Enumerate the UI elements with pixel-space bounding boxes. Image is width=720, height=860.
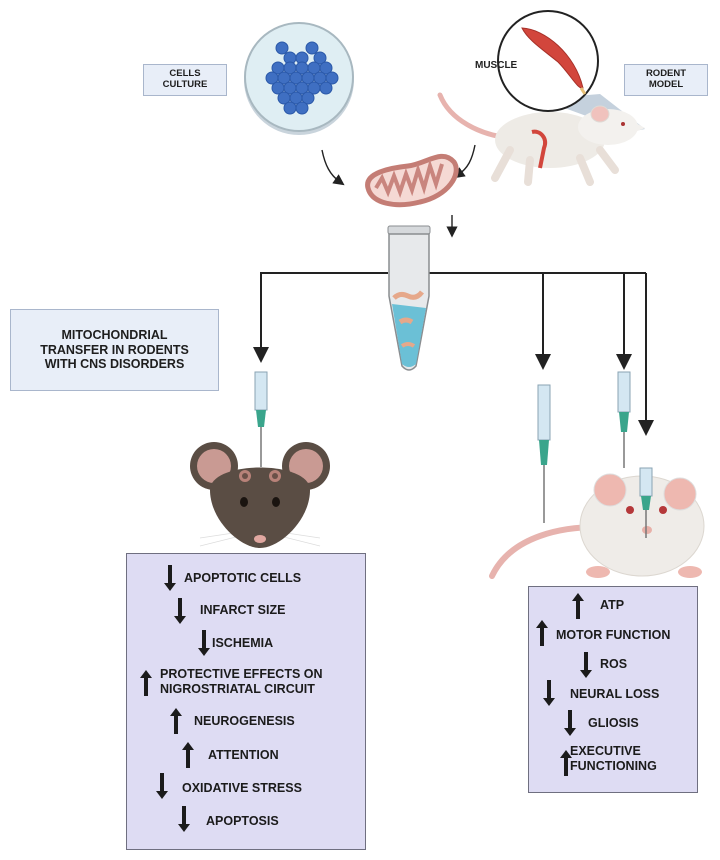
arrow-down-icon: [564, 710, 576, 741]
muscle-label: MUSCLE: [475, 60, 518, 71]
cell-dot: [283, 101, 297, 115]
arrow-up-icon: [170, 708, 182, 739]
cell-dot: [305, 41, 319, 55]
outcome-label: OXIDATIVE STRESS: [182, 781, 302, 795]
white-mouse-icon: [489, 467, 705, 579]
cell-dot: [295, 101, 309, 115]
cell-dot: [313, 51, 327, 65]
arrow-cells-to-mito: [321, 149, 345, 186]
rodent-model-label: RODENT MODEL: [624, 64, 708, 96]
outcome-label: NEURAL LOSS: [570, 687, 660, 701]
centrifuge-tube-icon: [387, 225, 431, 371]
arrow-down-icon: [198, 630, 210, 661]
syringe-icon: [254, 371, 268, 467]
arrow-up-icon: [560, 750, 572, 781]
diagram-title-box: MITOCHONDRIAL TRANSFER IN RODENTS WITH C…: [10, 309, 219, 391]
arrow-up-icon: [536, 620, 548, 651]
outcome-label: ATTENTION: [208, 748, 279, 762]
distribution-line: [260, 272, 388, 350]
arrow-down-icon: [164, 565, 176, 596]
right-outcomes-box: [528, 586, 698, 793]
left-outcomes-box: [126, 553, 366, 850]
outcome-label: ATP: [600, 598, 625, 612]
outcome-label: NEUROGENESIS: [194, 714, 295, 728]
arrow-up-icon: [182, 742, 194, 773]
outcome-label: ISCHEMIA: [212, 636, 274, 650]
cell-dot: [275, 41, 289, 55]
petri-dish-icon: [244, 22, 354, 135]
cell-dot: [301, 91, 315, 105]
arrow-down-icon: [174, 598, 186, 629]
arrow-down-icon: [178, 806, 190, 837]
syringe-icon: [617, 371, 631, 468]
outcome-label: APOPTOTIC CELLS: [184, 571, 302, 585]
arrow-down-icon: [156, 773, 168, 804]
cell-dot: [319, 81, 333, 95]
arrow-up-icon: [140, 670, 152, 701]
cells-culture-label: CELLS CULTURE: [143, 64, 227, 96]
outcome-label: MOTOR FUNCTION: [556, 628, 671, 642]
cell-dot: [319, 61, 333, 75]
mitochondrion-icon: [365, 153, 459, 208]
syringe-icon: [537, 384, 551, 523]
outcome-label: GLIOSIS: [588, 716, 639, 730]
arrow-up-icon: [572, 593, 584, 624]
rodent-model-rat-icon: [437, 92, 645, 186]
outcome-label: ROS: [600, 657, 628, 671]
arrow-rodent-to-mito: [453, 144, 476, 179]
arrow-down-icon: [580, 652, 592, 683]
dark-mouse-head-icon: [190, 442, 330, 548]
cell-dot: [325, 71, 339, 85]
arrow-down-icon: [543, 680, 555, 711]
outcome-label: APOPTOSIS: [206, 814, 279, 828]
outcome-label: INFARCT SIZE: [200, 603, 286, 617]
